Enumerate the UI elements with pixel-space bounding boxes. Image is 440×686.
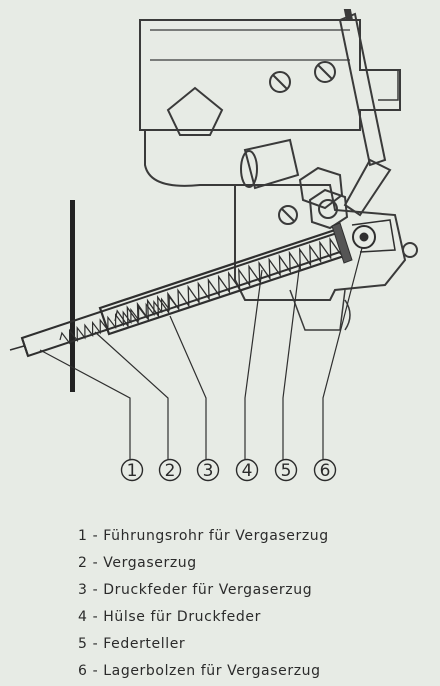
carburetor-housing bbox=[139, 9, 418, 331]
callout-circle-5 bbox=[274, 458, 298, 482]
legend-number: 2 bbox=[78, 555, 88, 571]
legend-separator: - bbox=[87, 636, 104, 652]
legend-number: 3 bbox=[78, 582, 88, 598]
legend-text: Druckfeder für Vergaserzug bbox=[103, 582, 313, 598]
legend-text: Lagerbolzen für Vergaserzug bbox=[103, 663, 321, 679]
callout-number-2: 2 bbox=[165, 461, 176, 481]
callout-number-6: 6 bbox=[320, 461, 331, 481]
legend-separator: - bbox=[87, 555, 104, 571]
legend-number: 1 bbox=[78, 528, 88, 544]
callout-number-1: 1 bbox=[127, 461, 138, 481]
parts-legend: 1 - Führungsrohr für Vergaserzug 2 - Ver… bbox=[78, 524, 329, 686]
callout-circle-2 bbox=[158, 458, 182, 482]
legend-text: Vergaserzug bbox=[103, 555, 197, 571]
callout-row bbox=[120, 458, 337, 482]
callout-circle-4 bbox=[235, 458, 259, 482]
legend-text: Führungsrohr für Vergaserzug bbox=[103, 528, 329, 544]
legend-separator: - bbox=[87, 663, 104, 679]
callout-circle-3 bbox=[196, 458, 220, 482]
legend-item-4: 4 - Hülse für Druckfeder bbox=[78, 605, 329, 632]
legend-item-2: 2 - Vergaserzug bbox=[78, 551, 329, 578]
callout-numbers: 1 2 3 4 5 6 bbox=[127, 461, 331, 481]
legend-item-3: 3 - Druckfeder für Vergaserzug bbox=[78, 578, 329, 605]
callout-number-5: 5 bbox=[281, 461, 292, 481]
legend-separator: - bbox=[87, 582, 104, 598]
legend-number: 4 bbox=[78, 609, 88, 625]
legend-number: 5 bbox=[78, 636, 88, 652]
callout-circle-6 bbox=[313, 458, 337, 482]
legend-separator: - bbox=[87, 609, 104, 625]
callout-number-4: 4 bbox=[242, 461, 253, 481]
legend-text: Federteller bbox=[103, 636, 186, 652]
cable-assembly bbox=[9, 219, 396, 358]
legend-separator: - bbox=[87, 528, 104, 544]
legend-text: Hülse für Druckfeder bbox=[103, 609, 261, 625]
legend-item-5: 5 - Federteller bbox=[78, 632, 329, 659]
leader-lines bbox=[39, 247, 363, 460]
callout-number-3: 3 bbox=[203, 461, 214, 481]
legend-number: 6 bbox=[78, 663, 88, 679]
legend-item-1: 1 - Führungsrohr für Vergaserzug bbox=[78, 524, 329, 551]
legend-item-6: 6 - Lagerbolzen für Vergaserzug bbox=[78, 659, 329, 686]
callout-circle-1 bbox=[120, 458, 144, 482]
bulkhead-plate bbox=[70, 200, 75, 392]
carburetor-cable-diagram: 1 2 3 4 5 6 bbox=[9, 9, 418, 482]
